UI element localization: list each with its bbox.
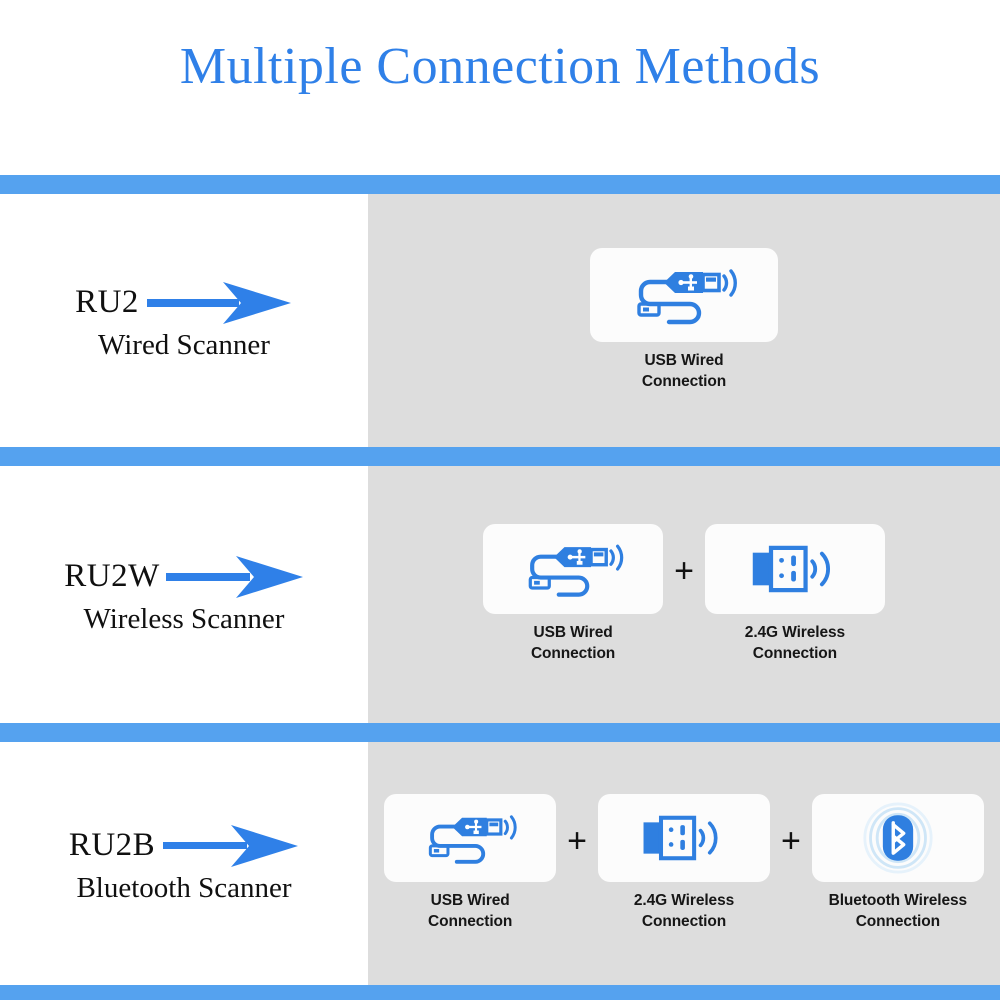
usb-cable-icon (528, 544, 624, 597)
usb-cable-icon (428, 815, 517, 864)
method-card[interactable]: Bluetooth Wireless Connection (811, 794, 984, 933)
divider-bar-3 (0, 723, 1000, 742)
row-methods-panel: USB Wired Connection + (368, 466, 1000, 723)
method-caption: USB Wired Connection (530, 624, 616, 662)
row-label-block: RU2W Wireless Scanner (0, 466, 368, 723)
model-name: RU2B (68, 827, 156, 864)
plus-separator: + (781, 822, 801, 861)
plus-separator: + (674, 552, 694, 591)
usb-dongle-icon (752, 545, 830, 593)
page-title: Multiple Connection Methods (179, 37, 821, 95)
row-label-block: RU2 Wired Scanner (0, 194, 368, 447)
plus-separator: + (567, 822, 587, 861)
row-methods-panel: USB Wired Connection (368, 194, 1000, 447)
row-methods-panel: USB Wired Connection + (368, 742, 1000, 985)
method-caption: 2.4G Wireless Connection (744, 624, 846, 662)
method-card[interactable]: 2.4G Wireless Connection (704, 524, 885, 665)
method-card-list: USB Wired Connection + (384, 794, 984, 933)
method-caption: 2.4G Wireless Connection (633, 892, 735, 930)
method-caption: USB Wired Connection (428, 892, 513, 930)
row-label-block: RU2B Bluetooth Scanner (0, 742, 368, 985)
scanner-type: Bluetooth Scanner (76, 871, 292, 904)
method-card-surface[interactable] (704, 524, 885, 615)
model-name: RU2W (64, 558, 160, 595)
right-arrow-icon (161, 823, 299, 869)
model-line: RU2W (0, 554, 368, 600)
method-card[interactable]: USB Wired Connection (483, 524, 664, 665)
usb-dongle-icon (643, 815, 718, 861)
model-name: RU2 (75, 284, 139, 321)
divider-bar-4 (0, 985, 1000, 1000)
divider-bar-1 (0, 175, 1000, 194)
method-card-surface[interactable] (483, 524, 664, 615)
right-arrow-icon (145, 280, 293, 326)
method-card-list: USB Wired Connection (590, 248, 778, 393)
method-caption: Bluetooth Wireless Connection (828, 892, 968, 930)
divider-bar-2 (0, 447, 1000, 466)
model-line: RU2 (0, 280, 368, 326)
right-arrow-icon (165, 554, 304, 600)
method-card-surface[interactable] (590, 248, 778, 343)
method-caption: USB Wired Connection (641, 352, 727, 390)
method-card-surface[interactable] (384, 794, 557, 883)
title-band: Multiple Connection Methods (0, 0, 1000, 175)
method-card[interactable]: 2.4G Wireless Connection (598, 794, 770, 933)
model-line: RU2B (0, 823, 368, 869)
product-row-ru2b: RU2B Bluetooth Scanner (0, 742, 1000, 985)
product-row-ru2: RU2 Wired Scanner (0, 194, 1000, 447)
scanner-type: Wireless Scanner (83, 602, 285, 635)
usb-cable-icon (637, 269, 737, 325)
method-card-surface[interactable] (598, 794, 770, 883)
method-card[interactable]: USB Wired Connection (590, 248, 778, 393)
scanner-type: Wired Scanner (98, 328, 270, 361)
method-card-list: USB Wired Connection + (483, 524, 885, 665)
product-row-ru2w: RU2W Wireless Scanner (0, 466, 1000, 723)
bluetooth-icon (863, 802, 933, 874)
method-card-surface[interactable] (811, 794, 984, 883)
method-card[interactable]: USB Wired Connection (384, 794, 557, 933)
